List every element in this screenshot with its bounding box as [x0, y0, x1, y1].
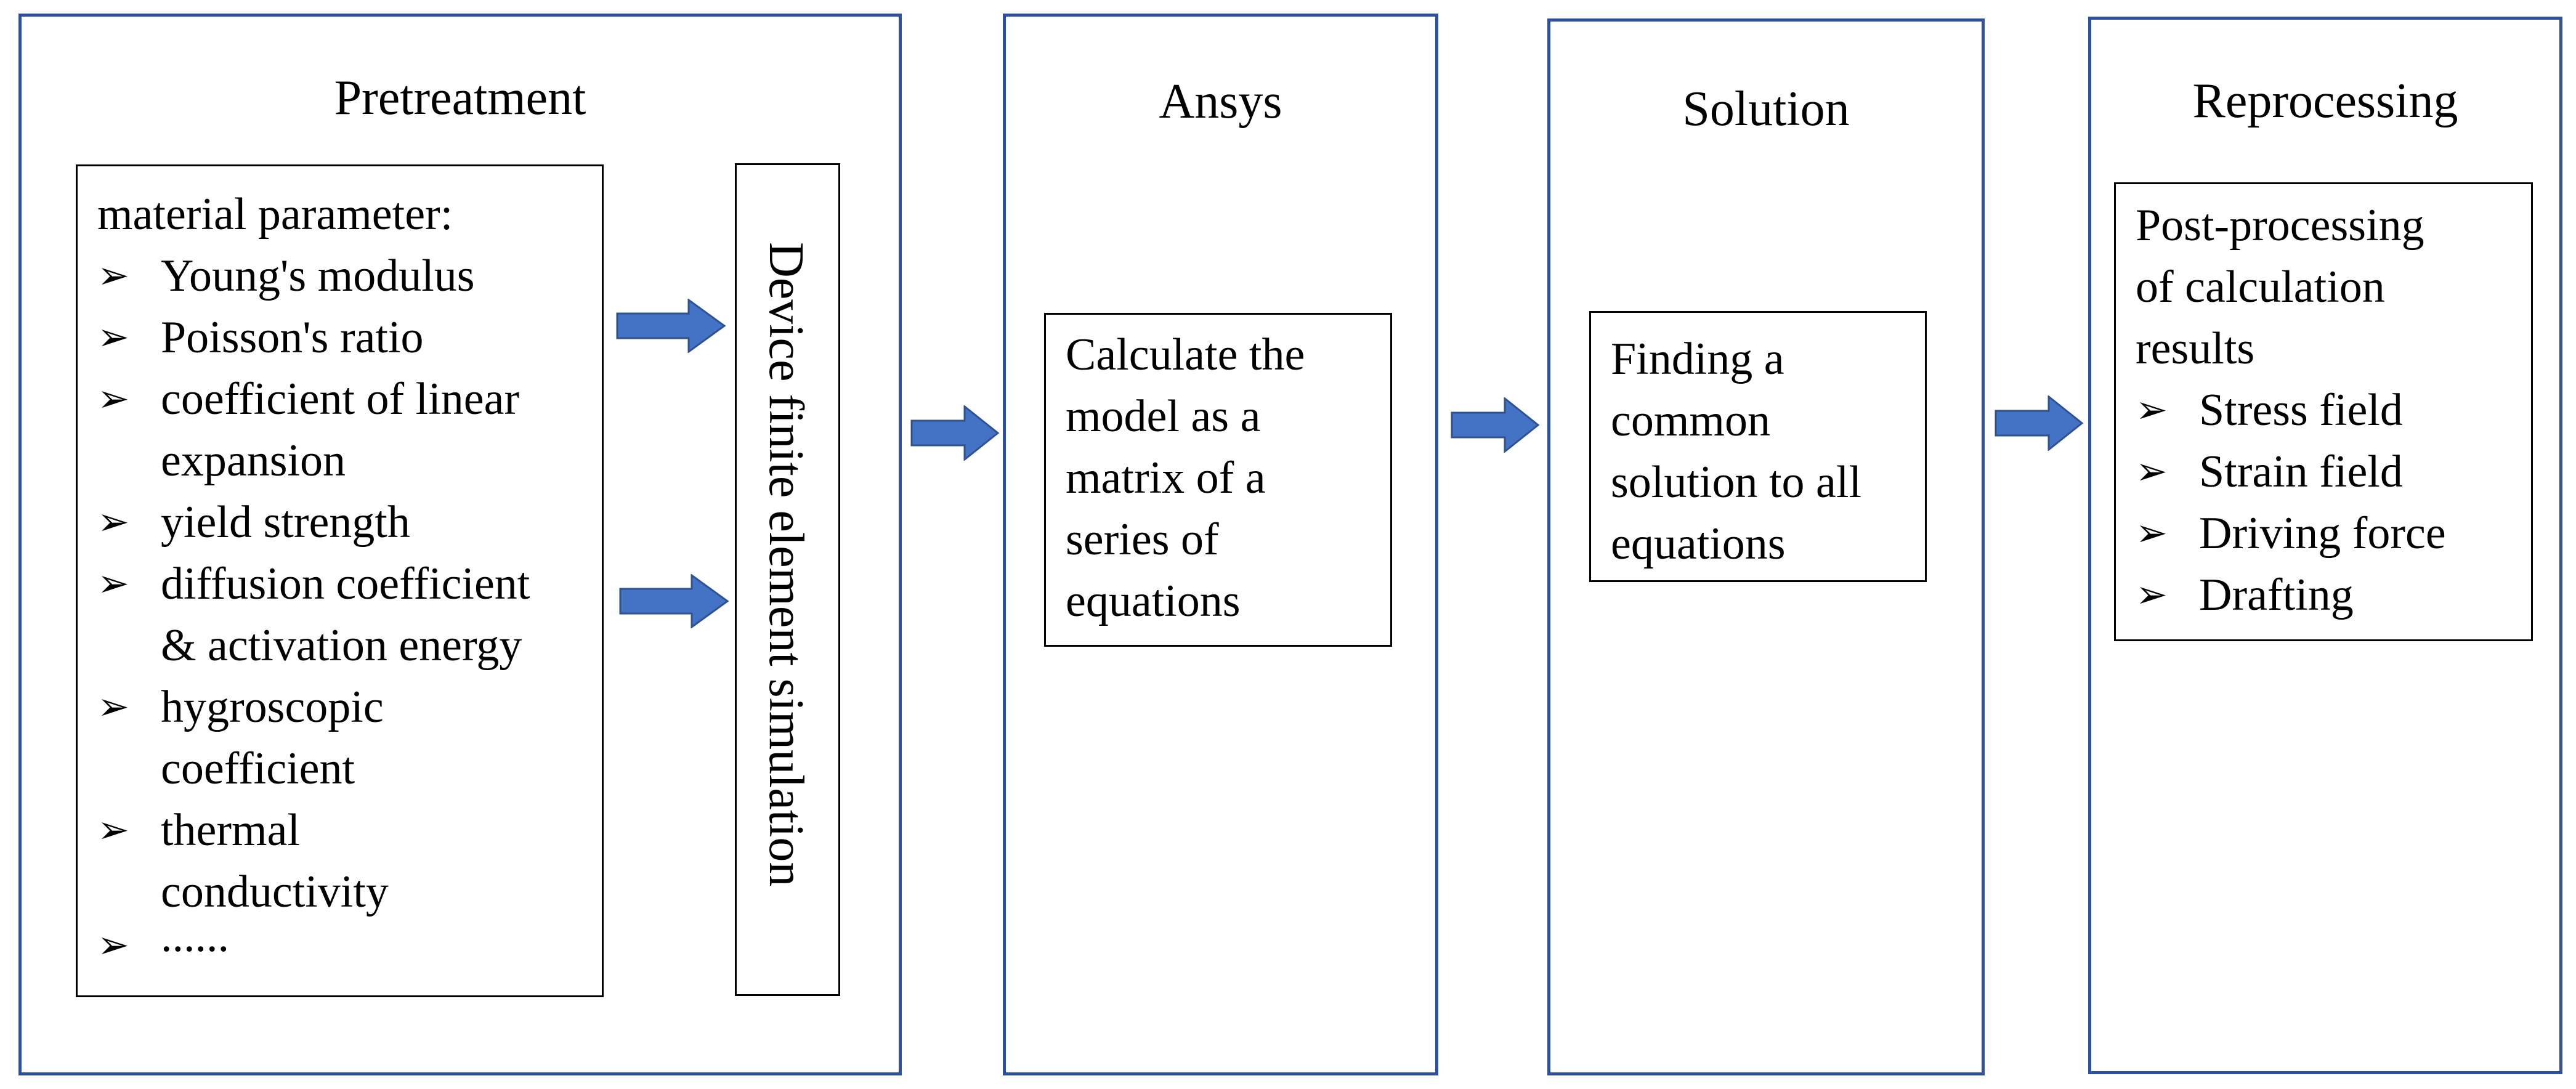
ansys-line: series of	[1066, 514, 1219, 565]
reprocessing-line: results	[2136, 323, 2255, 374]
list-item: yield strength	[161, 497, 410, 548]
list-item: hygroscopic	[161, 682, 384, 732]
result-item: Drafting	[2199, 570, 2354, 620]
ansys-line: equations	[1066, 576, 1241, 626]
ansys-line: model as a	[1066, 391, 1261, 442]
bullet-icon: ➢	[97, 255, 129, 297]
reprocessing-title: Reprocessing	[2192, 74, 2458, 128]
reprocessing-description-box: Post-processing of calculation results ➢…	[2114, 182, 2533, 641]
right-arrow-icon	[1451, 397, 1540, 453]
solution-line: equations	[1611, 519, 1786, 569]
list-item-continued: conductivity	[161, 867, 389, 917]
solution-line: common	[1611, 395, 1770, 446]
ansys-line: Calculate the	[1066, 330, 1305, 380]
list-item: Young's modulus	[161, 251, 475, 301]
solution-line: solution to all	[1611, 457, 1861, 508]
bullet-icon: ➢	[97, 501, 129, 543]
right-arrow-icon	[616, 299, 726, 353]
solution-title: Solution	[1682, 82, 1850, 136]
bullet-icon: ➢	[97, 563, 129, 605]
result-item: Driving force	[2199, 508, 2446, 559]
right-arrow-icon	[910, 405, 1000, 461]
ansys-line: matrix of a	[1066, 453, 1266, 503]
right-arrow-icon	[1995, 395, 2084, 451]
result-item: Stress field	[2199, 385, 2403, 435]
list-item: thermal	[161, 805, 301, 856]
solution-description-box: Finding a common solution to all equatio…	[1589, 311, 1927, 582]
simulation-box: Device finite element simulation	[735, 163, 840, 996]
bullet-icon: ➢	[2136, 451, 2168, 493]
bullet-icon: ➢	[97, 686, 129, 728]
bullet-icon: ➢	[97, 925, 129, 966]
right-arrow-icon	[619, 574, 729, 628]
reprocessing-line: of calculation	[2136, 262, 2385, 312]
bullet-icon: ➢	[97, 378, 129, 420]
list-item: ......	[161, 911, 229, 961]
bullet-icon: ➢	[97, 317, 129, 358]
bullet-icon: ➢	[97, 809, 129, 851]
material-parameter-box: material parameter: ➢ Young's modulus ➢ …	[76, 164, 604, 997]
solution-line: Finding a	[1611, 334, 1784, 384]
list-item: coefficient of linear	[161, 374, 520, 424]
list-item: Poisson's ratio	[161, 312, 424, 363]
list-item-continued: expansion	[161, 435, 346, 486]
bullet-icon: ➢	[2136, 574, 2168, 616]
simulation-label: Device finite element simulation	[759, 242, 813, 887]
list-item: diffusion coefficient	[161, 559, 530, 609]
result-item: Strain field	[2199, 447, 2403, 497]
ansys-description-box: Calculate the model as a matrix of a ser…	[1044, 313, 1392, 647]
bullet-icon: ➢	[2136, 512, 2168, 554]
list-item-continued: coefficient	[161, 743, 355, 794]
pretreatment-title: Pretreatment	[334, 71, 586, 125]
list-item-continued: & activation energy	[161, 620, 522, 671]
ansys-title: Ansys	[1159, 75, 1282, 129]
material-parameter-heading: material parameter:	[97, 189, 453, 240]
reprocessing-line: Post-processing	[2136, 200, 2424, 251]
bullet-icon: ➢	[2136, 389, 2168, 431]
